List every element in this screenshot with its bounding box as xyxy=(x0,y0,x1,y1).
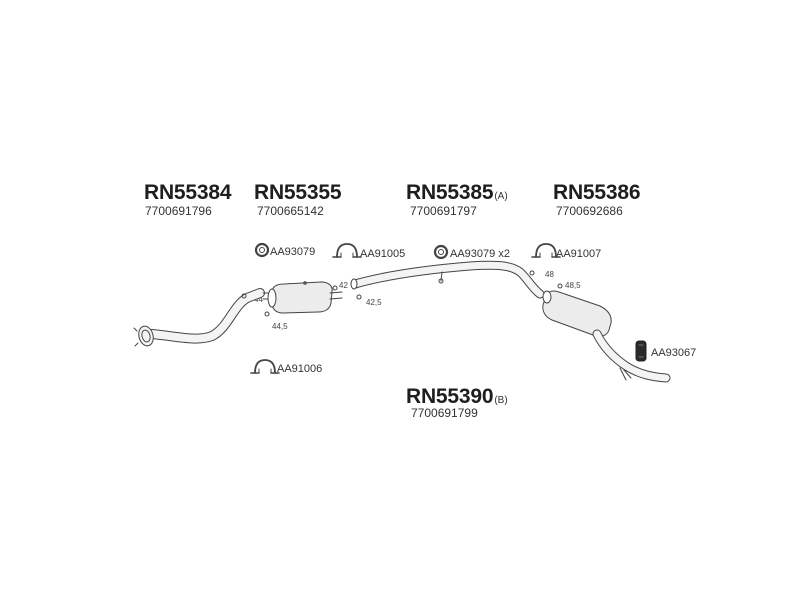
accessory-label: AA93079 x2 xyxy=(450,248,510,260)
variant-marker: (A) xyxy=(494,191,508,202)
oem-number: 7700691799 xyxy=(411,406,478,420)
intermediate-pipe xyxy=(350,260,545,300)
centre-silencer xyxy=(262,281,343,317)
rear-silencer xyxy=(542,283,671,383)
clamp-icon xyxy=(531,243,561,258)
diameter-label: 44 xyxy=(254,295,263,304)
part-code: RN55390 xyxy=(406,385,494,408)
ring-gasket-icon xyxy=(433,244,449,260)
oem-number: 7700665142 xyxy=(257,204,324,218)
diameter-label: 44,5 xyxy=(272,322,288,331)
part-code: RN55355 xyxy=(254,181,342,204)
clamp-icon xyxy=(250,359,280,374)
part-label-rn55355: RN55355 xyxy=(254,181,342,205)
diameter-label: 42,5 xyxy=(366,298,382,307)
accessory-label: AA91006 xyxy=(277,363,323,375)
oem-number: 7700691796 xyxy=(145,204,212,218)
accessory-label: AA93079 xyxy=(270,246,316,258)
diameter-label: 48 xyxy=(545,270,554,279)
accessory-label: AA91005 xyxy=(360,248,406,260)
diameter-label: 42 xyxy=(339,281,348,290)
oem-number: 7700692686 xyxy=(556,204,623,218)
part-label-rn55386: RN55386 xyxy=(553,181,641,205)
accessory-label: AA93067 xyxy=(651,347,697,359)
oem-number: 7700691797 xyxy=(410,204,477,218)
front-pipe xyxy=(133,288,265,347)
accessory-label: AA91007 xyxy=(556,248,602,260)
clamp-icon xyxy=(332,243,362,258)
part-code: RN55386 xyxy=(553,181,641,204)
rubber-hanger-icon xyxy=(635,340,647,362)
part-label-rn55390: RN55390(B) xyxy=(406,385,508,409)
diameter-label: 48,5 xyxy=(565,281,581,290)
variant-marker: (B) xyxy=(494,395,508,406)
part-code: RN55385 xyxy=(406,181,494,204)
ring-gasket-icon xyxy=(254,242,270,258)
part-label-rn55385: RN55385(A) xyxy=(406,181,508,205)
part-code: RN55384 xyxy=(144,181,232,204)
part-label-rn55384: RN55384 xyxy=(144,181,232,205)
